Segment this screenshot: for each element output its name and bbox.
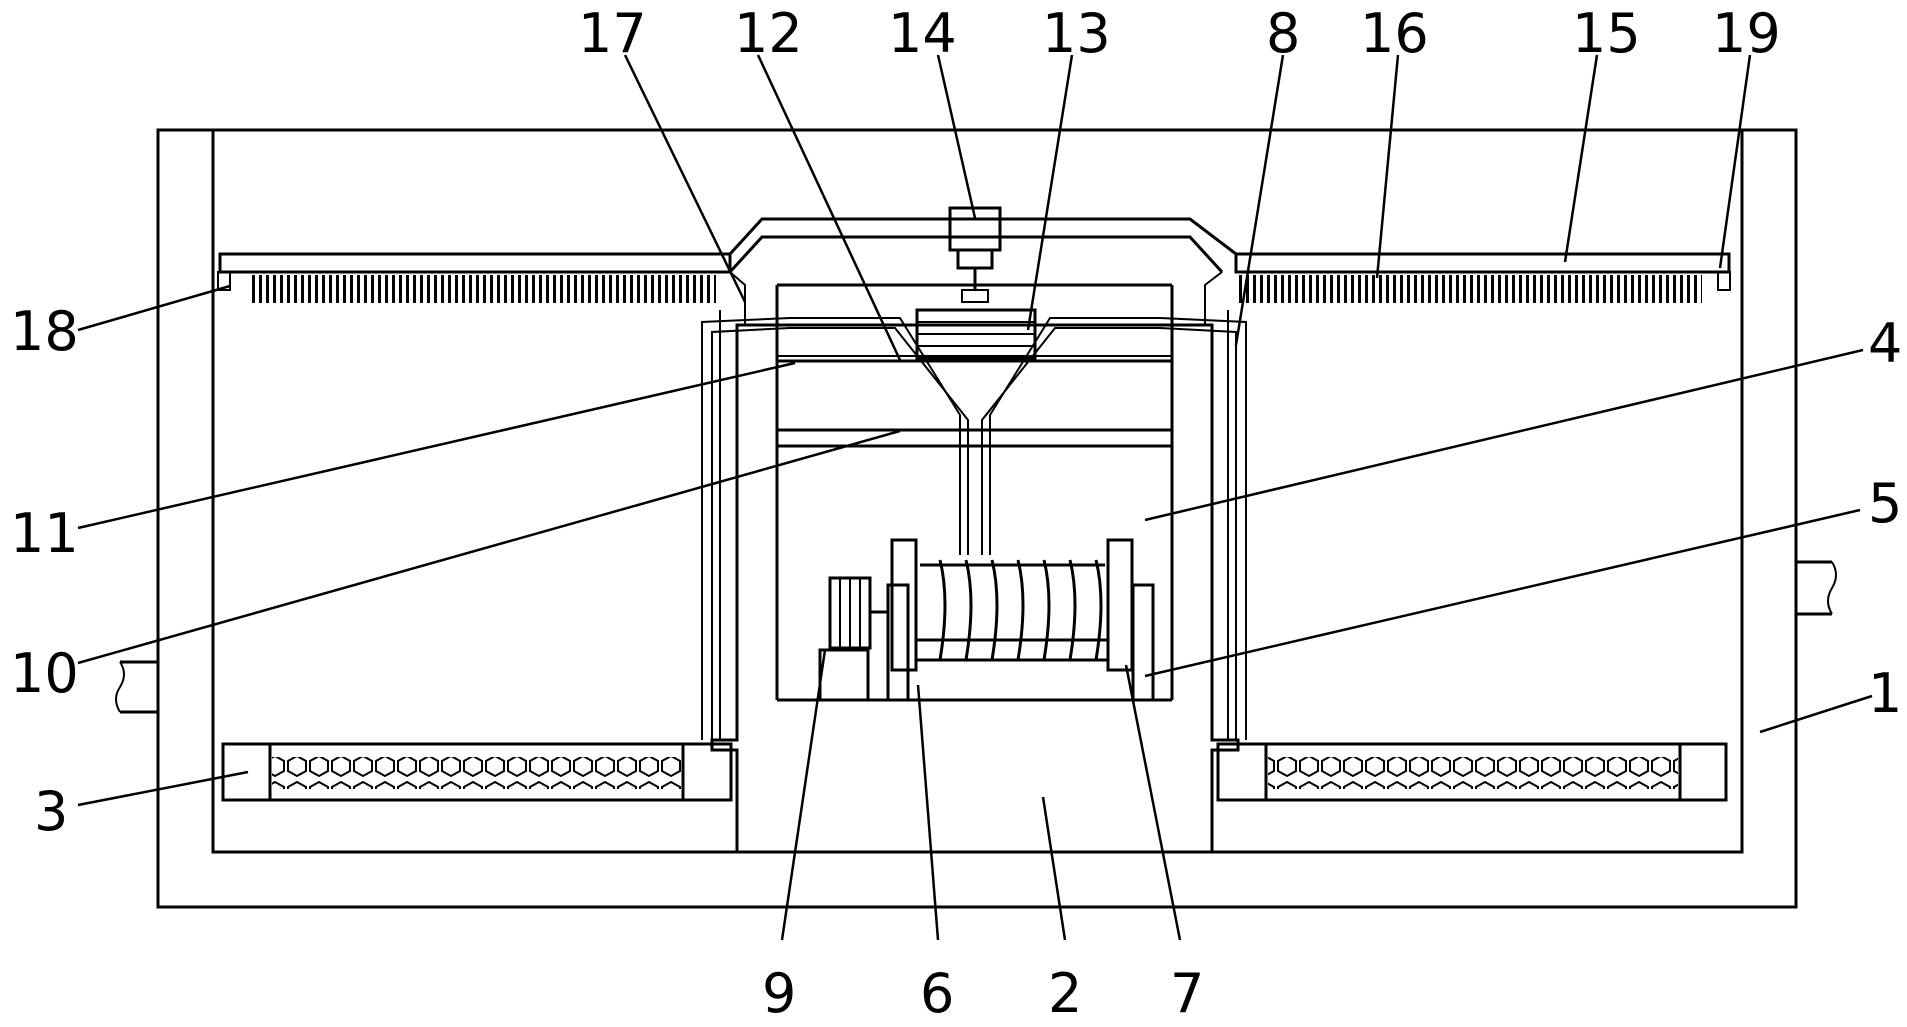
bridge-arch (728, 217, 1237, 325)
label-11: 11 (10, 502, 79, 565)
outer-housing (156, 128, 1798, 909)
drive-motor (818, 576, 888, 702)
filter-left (221, 742, 733, 802)
label-17: 17 (578, 2, 647, 65)
winding-drum (886, 538, 1155, 702)
part-labels: 17 12 14 13 8 16 15 19 18 4 5 11 10 1 3 … (10, 2, 1902, 1025)
label-3: 3 (34, 780, 68, 843)
label-4: 4 (1868, 312, 1902, 375)
label-5: 5 (1868, 472, 1902, 535)
label-9: 9 (762, 962, 796, 1025)
label-14: 14 (888, 2, 957, 65)
label-19: 19 (1712, 2, 1781, 65)
central-base (710, 283, 1240, 852)
label-7: 7 (1170, 962, 1204, 1025)
label-13: 13 (1042, 2, 1111, 65)
filter-right (1216, 742, 1728, 802)
label-2: 2 (1048, 962, 1082, 1025)
label-16: 16 (1360, 2, 1429, 65)
spray-pipes (701, 310, 1247, 740)
leader-lines (77, 54, 1873, 941)
right-pipe (1740, 560, 1837, 616)
top-plate (217, 252, 1731, 303)
left-pipe (115, 660, 215, 714)
label-10: 10 (10, 642, 79, 705)
label-8: 8 (1266, 2, 1300, 65)
label-1: 1 (1868, 662, 1902, 725)
top-motor (948, 206, 1002, 303)
label-18: 18 (10, 300, 79, 363)
label-15: 15 (1572, 2, 1641, 65)
coupling-block (915, 308, 1037, 360)
label-12: 12 (734, 2, 803, 65)
label-6: 6 (920, 962, 954, 1025)
